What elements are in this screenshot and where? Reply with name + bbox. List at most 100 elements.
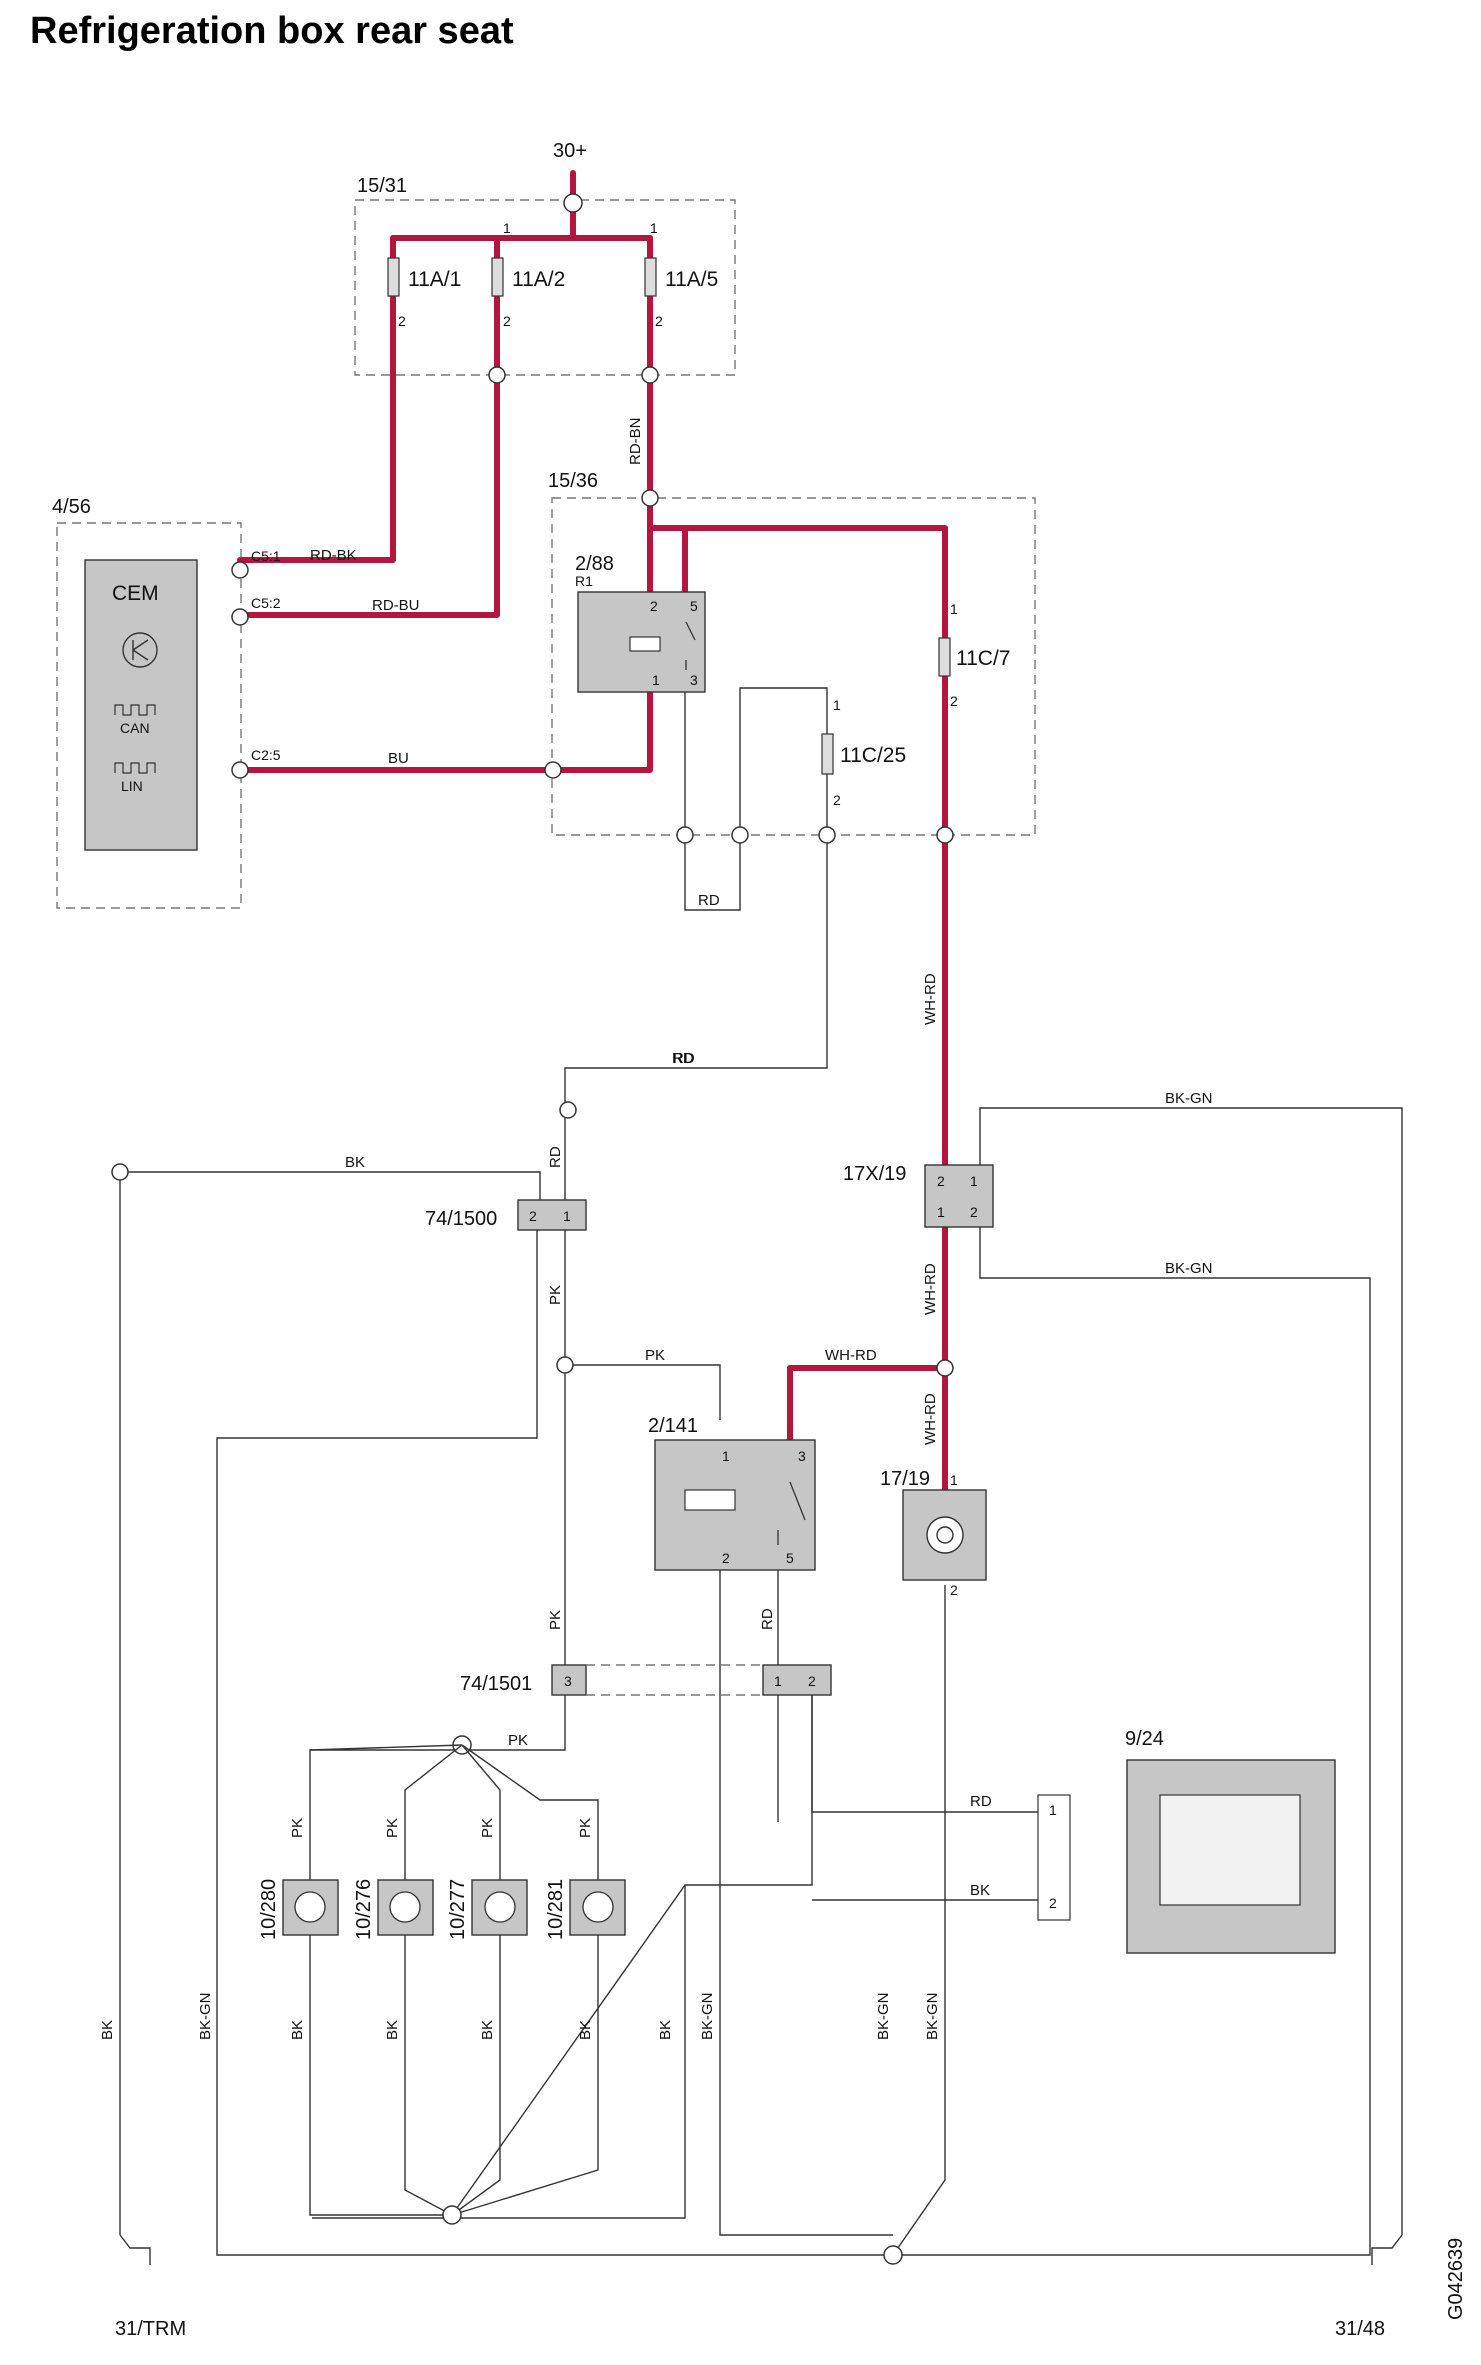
wire-label-bk: BK	[970, 1882, 990, 1899]
pin-label: 2	[937, 1173, 945, 1189]
page-title: Refrigeration box rear seat	[30, 10, 514, 52]
pin-label: 2	[655, 313, 663, 329]
cem-boundary	[56, 522, 242, 909]
wire-label-rd: RD	[673, 1050, 695, 1067]
cem-pin-c5-2	[231, 608, 249, 626]
connection-node	[676, 826, 694, 844]
relay-2-88-label: 2/88	[575, 553, 614, 575]
supply-terminal	[563, 193, 583, 213]
thin-wires-middle	[119, 1107, 1403, 2256]
ground-label-left: 31/TRM	[115, 2318, 186, 2340]
can-label: CAN	[120, 720, 150, 736]
wire-label-rd-bn: RD-BN	[627, 418, 644, 466]
pin-label: 1	[970, 1173, 978, 1189]
splice-node	[936, 1359, 954, 1377]
ground-terminal-right	[1371, 2234, 1403, 2265]
wire-label-pk: PK	[577, 1818, 594, 1838]
pin-label: 1	[950, 1472, 958, 1488]
pin-label: 2	[722, 1550, 730, 1566]
pin-label: 1	[1049, 1802, 1057, 1818]
led-icon	[294, 1891, 326, 1923]
wire-label-rd: RD	[970, 1793, 992, 1810]
led-10-276-label: 10/276	[353, 1879, 375, 1940]
fuse-11a-1-label: 11A/1	[408, 268, 461, 291]
connection-node	[488, 366, 506, 384]
splice-node	[442, 2205, 462, 2225]
splice-node	[559, 1101, 577, 1119]
cem-pin-c2-5	[231, 761, 249, 779]
fuse-11a-2	[491, 257, 504, 297]
fuse-11c-25-label: 11C/25	[840, 744, 906, 767]
wire-label-bk: BK	[479, 2020, 496, 2040]
connection-node	[641, 489, 659, 507]
wire-label-rd: RD	[547, 1146, 564, 1168]
fuse-11a-1	[387, 257, 400, 297]
connection-node	[641, 366, 659, 384]
pin-label: 3	[564, 1673, 572, 1689]
cem-label: CEM	[112, 582, 159, 605]
fusebox-15-31-boundary	[354, 199, 736, 376]
cem-pin-c5-1	[231, 561, 249, 579]
lin-signal-icon	[114, 762, 156, 774]
fuse-11c-7-label: 11C/7	[956, 647, 1010, 670]
wire-label-bk: BK	[384, 2020, 401, 2040]
cem-id-label: 4/56	[52, 496, 91, 518]
pin-label: 3	[690, 672, 698, 688]
led-10-277-label: 10/277	[447, 1879, 469, 1940]
lin-label: LIN	[121, 778, 143, 794]
led-10-280-label: 10/280	[258, 1879, 280, 1940]
cooler-connector	[1037, 1794, 1071, 1921]
wire-label-bk: BK	[657, 2020, 674, 2040]
fuse-11a-5	[644, 257, 657, 297]
wire-label-wh-rd: WH-RD	[922, 1393, 939, 1445]
connection-node	[544, 761, 562, 779]
pin-label: 1	[722, 1448, 730, 1464]
pin-label: 2	[529, 1208, 537, 1224]
wire-label-wh-rd: WH-RD	[922, 973, 939, 1025]
connector-17x-19-label: 17X/19	[843, 1163, 906, 1185]
pin-label: 2	[650, 598, 658, 614]
splice-node	[883, 2245, 903, 2265]
wire-label-rd: RD	[672, 1050, 694, 1067]
connector-74-1501	[762, 1664, 832, 1696]
fusebox-15-31-label: 15/31	[357, 175, 407, 197]
wire-label-pk: PK	[645, 1347, 665, 1364]
pin-label: 1	[563, 1208, 571, 1224]
switch-17-19-label: 17/19	[880, 1468, 930, 1490]
connector-17x-19	[924, 1164, 994, 1228]
connector-74-1500-label: 74/1500	[425, 1208, 497, 1230]
cem-module	[84, 559, 198, 851]
wire-label-wh-rd: WH-RD	[922, 1263, 939, 1315]
pin-label: 5	[690, 598, 698, 614]
wire-label-rd-bk: RD-BK	[310, 547, 357, 564]
splice-node	[111, 1163, 129, 1181]
box-15-36-boundary	[551, 497, 1036, 836]
wire-label-pk: PK	[384, 1818, 401, 1838]
box-15-36-label: 15/36	[548, 470, 598, 492]
wire-label-bk-gn: BK-GN	[197, 1992, 214, 2040]
wire-label-bk-gn: BK-GN	[1165, 1260, 1213, 1277]
pin-label: 2	[503, 313, 511, 329]
fuse-11a-5-label: 11A/5	[665, 268, 718, 291]
wire-label-pk: PK	[508, 1732, 528, 1749]
pin-label: 2	[950, 1582, 958, 1598]
pin-label: 2	[808, 1673, 816, 1689]
wire-label-bk: BK	[289, 2020, 306, 2040]
supply-label: 30+	[553, 140, 587, 162]
relay-coil	[629, 636, 661, 652]
pin-label: 2	[398, 313, 406, 329]
cem-pin-label: C2:5	[251, 747, 281, 763]
cooler-element	[1159, 1794, 1301, 1906]
wire-label-bu: BU	[388, 750, 409, 767]
connector-74-1501	[551, 1664, 587, 1696]
wire-label-bk: BK	[99, 2020, 116, 2040]
pin-label: 1	[950, 601, 958, 617]
wire-label-bk-gn: BK-GN	[699, 1992, 716, 2040]
wire-label-bk-gn: BK-GN	[924, 1992, 941, 2040]
wire-label-rd-bu: RD-BU	[372, 597, 420, 614]
transistor-icon	[122, 632, 158, 668]
pin-label: 1	[774, 1673, 782, 1689]
power-wires	[237, 170, 948, 1493]
wire-label-pk: PK	[479, 1818, 496, 1838]
